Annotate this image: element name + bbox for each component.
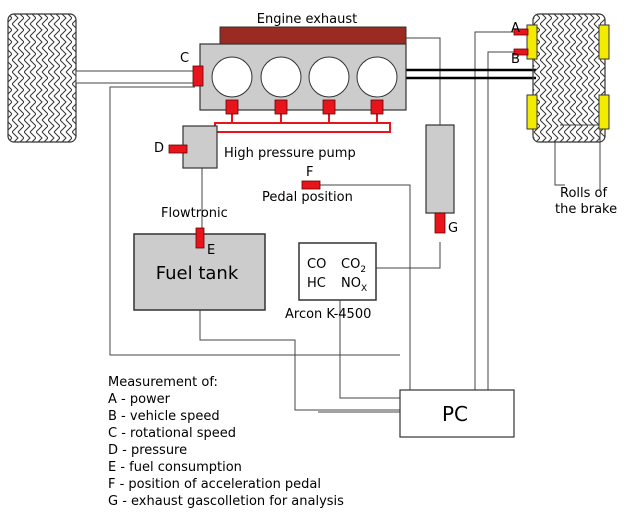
brake-roll-2 <box>598 24 610 60</box>
wire-exhaust-to-probe <box>405 37 441 125</box>
analyzer-label: Arcon K-4500 <box>285 307 371 322</box>
injector-2 <box>274 99 288 115</box>
sensor-c-label: C <box>180 51 189 66</box>
injector-1 <box>225 99 239 115</box>
cylinder-3 <box>308 56 350 98</box>
injectors <box>225 99 384 115</box>
rolls-label-line2: the brake <box>555 202 617 217</box>
legend: Measurement of: A - power B - vehicle sp… <box>108 375 344 509</box>
wire-a-to-pc <box>474 31 514 390</box>
brake-roll-3 <box>526 94 538 130</box>
pc-label: PC <box>442 402 468 426</box>
sensor-e-label: E <box>207 243 215 258</box>
legend-item: F - position of acceleration pedal <box>108 477 321 492</box>
injector-3 <box>322 99 336 115</box>
gas-nox: NOX <box>341 276 367 294</box>
sensor-g-label: G <box>448 221 458 236</box>
flowtronic-label: Flowtronic <box>161 206 228 221</box>
legend-item: G - exhaust gascolletion for analysis <box>108 494 344 509</box>
exhaust-probe <box>425 124 455 214</box>
sensor-b-label: B <box>511 52 520 67</box>
high-pressure-pump <box>182 125 218 169</box>
left-wheel <box>7 13 77 143</box>
sensor-e <box>195 227 205 249</box>
brake-rolls <box>526 24 610 130</box>
sensor-b <box>513 48 529 56</box>
wire-c-to-pc <box>109 86 400 356</box>
rail-pipe <box>214 122 391 133</box>
rolls-leader-1 <box>554 140 565 186</box>
wire-g-to-analyzer <box>376 242 441 269</box>
fuel-tank-label: Fuel tank <box>156 263 239 284</box>
sensor-f-label: F <box>306 165 313 180</box>
legend-item: C - rotational speed <box>108 426 236 441</box>
wire-analyzer-to-pc <box>339 300 400 399</box>
cylinder-1 <box>211 56 253 98</box>
sensor-f <box>301 180 321 190</box>
sensor-a-label: A <box>511 21 520 36</box>
wire-tank-to-pc <box>199 310 400 411</box>
sensors <box>168 28 529 249</box>
gas-analyzer <box>298 242 377 301</box>
brake-roll-4 <box>598 94 610 130</box>
sensor-g <box>434 212 446 234</box>
legend-item: B - vehicle speed <box>108 409 220 424</box>
pc-box <box>399 389 515 438</box>
gas-co: CO <box>307 257 326 272</box>
sensor-d <box>168 144 188 154</box>
fuel-rail <box>214 114 391 133</box>
legend-heading: Measurement of: <box>108 375 218 390</box>
legend-item: A - power <box>108 392 171 407</box>
high-pressure-pump-label: High pressure pump <box>224 146 356 161</box>
wire-f-to-pc <box>320 184 411 390</box>
right-wheel <box>532 13 606 143</box>
engine-exhaust <box>219 26 407 45</box>
gas-co2: CO2 <box>341 257 366 275</box>
pedal-position-label: Pedal position <box>262 190 353 205</box>
sensor-d-label: D <box>154 141 164 156</box>
rolls-label-line1: Rolls of <box>560 186 607 201</box>
legend-item: D - pressure <box>108 443 187 458</box>
wire-b-to-pc <box>487 51 514 390</box>
gas-hc: HC <box>307 276 326 291</box>
engine-exhaust-label: Engine exhaust <box>257 12 357 27</box>
sensor-a <box>513 28 529 36</box>
sensor-c <box>192 65 204 87</box>
cylinder-4 <box>356 56 398 98</box>
brake-roll-1 <box>526 24 538 60</box>
left-shaft <box>75 70 201 84</box>
legend-item: E - fuel consumption <box>108 460 242 475</box>
cylinder-2 <box>260 56 302 98</box>
engine-cylinders <box>211 56 398 98</box>
injector-4 <box>370 99 384 115</box>
